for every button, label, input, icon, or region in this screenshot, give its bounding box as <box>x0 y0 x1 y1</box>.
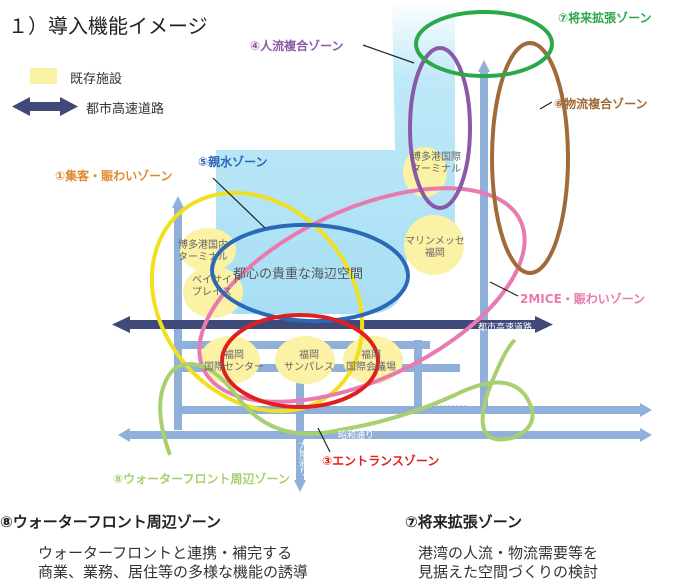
legend-existing-swatch <box>30 68 57 84</box>
expressway-road <box>112 316 553 333</box>
facility-intl-center-label: 福岡 国際センター <box>204 350 264 373</box>
zone-2-label: 2MICE・賑わいゾーン <box>520 292 646 306</box>
legend-existing-label: 既存施設 <box>70 72 123 87</box>
zone-8-loop <box>158 338 535 456</box>
road-showa-label: 昭和通り <box>338 431 375 441</box>
zone-5-loop <box>210 222 410 324</box>
facility-domestic-terminal <box>180 228 236 272</box>
legend-expressway-label: 都市高速道路 <box>86 102 165 117</box>
expressway-label: 都市高速道路 <box>478 323 533 333</box>
section-right-body: 港湾の人流・物流需要等を 見据えた空間づくりの検討 <box>418 544 599 581</box>
facility-domestic-label: 博多港国内 ターミナル <box>178 240 228 263</box>
facility-marine-label: マリンメッセ 福岡 <box>405 236 465 259</box>
legend-expressway-arrow <box>12 97 78 116</box>
page-title: １）導入機能イメージ <box>8 14 208 38</box>
zone-7-loop <box>414 10 554 78</box>
section-left-title: ⑧ウォーターフロント周辺ゾーン <box>0 513 222 531</box>
center-space-label: 都心の貴重な海辺空間 <box>233 267 364 282</box>
zone-4-label: ④人流複合ゾーン <box>250 39 344 53</box>
zone-3-label: ③エントランスゾーン <box>322 454 440 468</box>
zone-7-label: ⑦将来拡張ゾーン <box>558 11 652 25</box>
facility-bayside-label: ベイサイド プレイス <box>192 275 242 298</box>
facility-bayside-place <box>183 266 243 318</box>
section-left-body: ウォーターフロントと連携・補完する 商業、業務、居住等の多様な機能の誘導 <box>38 544 309 581</box>
facility-sunpalace-label: 福岡 サンパレス <box>284 350 334 373</box>
facility-marine-messe <box>404 215 464 275</box>
zone-4-loop <box>408 46 472 210</box>
zone-8-label: ⑧ウォーターフロント周辺ゾーン <box>113 472 290 486</box>
waterfront-area <box>216 0 455 314</box>
facility-international-label: 博多港国際 ターミナル <box>411 152 461 175</box>
section-right-title: ⑦将来拡張ゾーン <box>405 513 522 531</box>
road-taihaku-label: 大博通り <box>297 440 307 476</box>
zone-6-loop <box>490 41 570 275</box>
zone-2-loop <box>197 186 527 404</box>
facility-congress-label: 福岡 国際会議場 <box>346 350 396 373</box>
zone-5-label: ⑤親水ゾーン <box>198 155 268 169</box>
zone-3-loop <box>220 313 380 409</box>
zone-6-label: ⑥物流複合ゾーン <box>554 97 648 111</box>
leader-lines <box>212 44 553 453</box>
facility-sunpalace <box>275 336 335 384</box>
facility-blobs <box>180 147 464 384</box>
zone-1-label: ①集客・賑わいゾーン <box>55 169 173 183</box>
road-arrowheads <box>118 60 652 492</box>
